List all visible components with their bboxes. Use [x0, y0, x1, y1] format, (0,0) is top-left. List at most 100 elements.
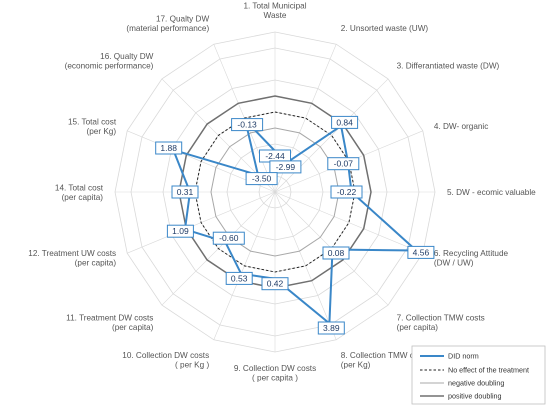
value-label-text: -3.50	[252, 174, 272, 184]
value-label-text: -0.13	[237, 120, 257, 130]
axis-label: 3. Differantiated waste (DW)	[397, 61, 500, 70]
value-label-box	[225, 271, 253, 285]
axis-label-line: (economic performance)	[65, 61, 154, 70]
radial-spoke	[274, 191, 423, 254]
no-effect-of-the-treatment-ring	[194, 111, 356, 273]
axis-label-line: 3. Differantiated waste (DW)	[397, 61, 500, 70]
value-label: -2.44	[259, 149, 291, 163]
legend: DID norm No effect of the treatment nega…	[411, 345, 546, 405]
axis-label: 4. DW- organic	[434, 122, 488, 131]
value-label-text: 3.89	[323, 323, 340, 333]
value-label-box	[212, 231, 245, 245]
value-label-box	[231, 118, 264, 132]
axis-label-line: 5. DW - ecomic valuable	[447, 188, 536, 197]
axis-label: 10. Collection DW costs( per Kg )	[122, 351, 209, 370]
value-label: 4.56	[407, 245, 435, 259]
axis-label-line: 15. Total cost	[68, 117, 117, 126]
axis-label-line: Waste	[264, 11, 287, 20]
axis-label-line: ( per capita )	[252, 374, 298, 383]
value-label-text: -0.60	[219, 233, 239, 243]
axis-label: 9. Collection DW costs( per capita )	[234, 364, 316, 383]
radar-grid	[114, 31, 436, 353]
value-label-box	[407, 245, 435, 259]
value-label-box	[327, 157, 360, 171]
axis-label-line: 14. Total cost	[55, 183, 104, 192]
axis-label-line: ( per Kg )	[175, 360, 209, 369]
value-label-box	[261, 277, 289, 291]
axis-label-line: (per Kg)	[87, 127, 117, 136]
value-label-box	[317, 321, 345, 335]
value-label-box	[269, 160, 302, 174]
value-label-box	[331, 115, 359, 129]
axis-label: 17. Qualty DW(material performance)	[126, 15, 209, 33]
value-label-box	[322, 246, 350, 260]
value-label-text: 0.31	[177, 187, 194, 197]
radial-spoke	[274, 191, 337, 340]
value-label-text: -0.07	[334, 159, 354, 169]
value-label: 0.31	[171, 185, 199, 199]
value-label: 0.53	[225, 271, 253, 285]
value-label: -0.60	[212, 231, 245, 245]
axis-label-line: 10. Collection DW costs	[122, 351, 209, 360]
axis-label-line: 8. Collection TMW costs	[341, 351, 429, 360]
value-label-text: 1.88	[160, 143, 177, 153]
axis-label: 5. DW - ecomic valuable	[447, 188, 536, 197]
value-label-box	[245, 172, 278, 186]
value-label-text: 4.56	[413, 247, 430, 257]
radial-spoke	[274, 78, 389, 193]
axis-label: 12. Treatment UW costs(per capita)	[28, 249, 116, 268]
value-label: -0.22	[330, 185, 363, 199]
axis-label: 2. Unsorted waste (UW)	[341, 24, 429, 33]
value-label: 3.89	[317, 321, 345, 335]
value-label-text: 0.53	[231, 273, 248, 283]
value-label: 0.08	[322, 246, 350, 260]
value-label-text: -2.99	[276, 162, 296, 172]
legend-label-did-norm: DID norm	[448, 352, 479, 361]
value-label: -0.07	[327, 157, 360, 171]
axis-label: 15. Total cost(per Kg)	[68, 117, 117, 135]
axis-label-line: 1. Total Municipal	[243, 2, 306, 11]
did-norm-line	[172, 119, 418, 325]
value-label: -0.13	[231, 118, 264, 132]
axis-label-line: 12. Treatment UW costs	[28, 249, 116, 258]
value-label: 0.84	[331, 115, 359, 129]
value-label-box	[166, 224, 194, 238]
axis-label-line: (per capita)	[62, 193, 104, 202]
value-label-text: -2.44	[265, 151, 285, 161]
axis-label: 16. Qualty DW(economic performance)	[65, 52, 154, 71]
axis-label: 14. Total cost(per capita)	[55, 183, 104, 202]
value-labels: -2.44-2.99 0.84 -0.07 -0.22 4.56 0.08 3.89 0.42…	[155, 115, 435, 335]
value-label-box	[330, 185, 363, 199]
legend-label-no-effect: No effect of the treatment	[448, 366, 529, 375]
axis-label-line: 9. Collection DW costs	[234, 364, 316, 373]
axis-label-line: 11. Treatment DW costs	[66, 314, 153, 323]
legend-label-negative-doubling: negative doubling	[448, 379, 504, 388]
value-label-box	[171, 185, 199, 199]
axis-label-line: (per capita)	[397, 323, 439, 332]
axis-label-line: (per capita)	[75, 259, 117, 268]
axis-label-line: 6. Recycling Attitude	[434, 249, 509, 258]
axis-label: 11. Treatment DW costs(per capita)	[66, 314, 153, 333]
value-label-text: 0.84	[336, 117, 353, 127]
value-label-box	[155, 141, 183, 155]
value-label-text: -0.22	[337, 187, 357, 197]
axis-label-line: 4. DW- organic	[434, 122, 488, 131]
value-label: -2.99	[269, 160, 302, 174]
axis-label: 8. Collection TMW costs(per Kg)	[341, 351, 429, 370]
value-label: 0.42	[261, 277, 289, 291]
axis-label-line: (per capita)	[112, 323, 154, 332]
axis-label-line: (per Kg)	[341, 360, 371, 369]
axis-label-line: 7. Collection TMW costs	[397, 314, 485, 323]
axis-label-line: (material performance)	[126, 24, 209, 33]
did-norm-series	[172, 119, 418, 325]
value-label: 1.88	[155, 141, 183, 155]
value-label: 1.09	[166, 224, 194, 238]
axis-label-line: 17. Qualty DW	[156, 15, 210, 24]
value-label: -3.50	[245, 172, 278, 186]
axis-label-line: 16. Qualty DW	[100, 52, 154, 61]
axis-label-line: 2. Unsorted waste (UW)	[341, 24, 429, 33]
value-label-text: 0.42	[267, 279, 284, 289]
